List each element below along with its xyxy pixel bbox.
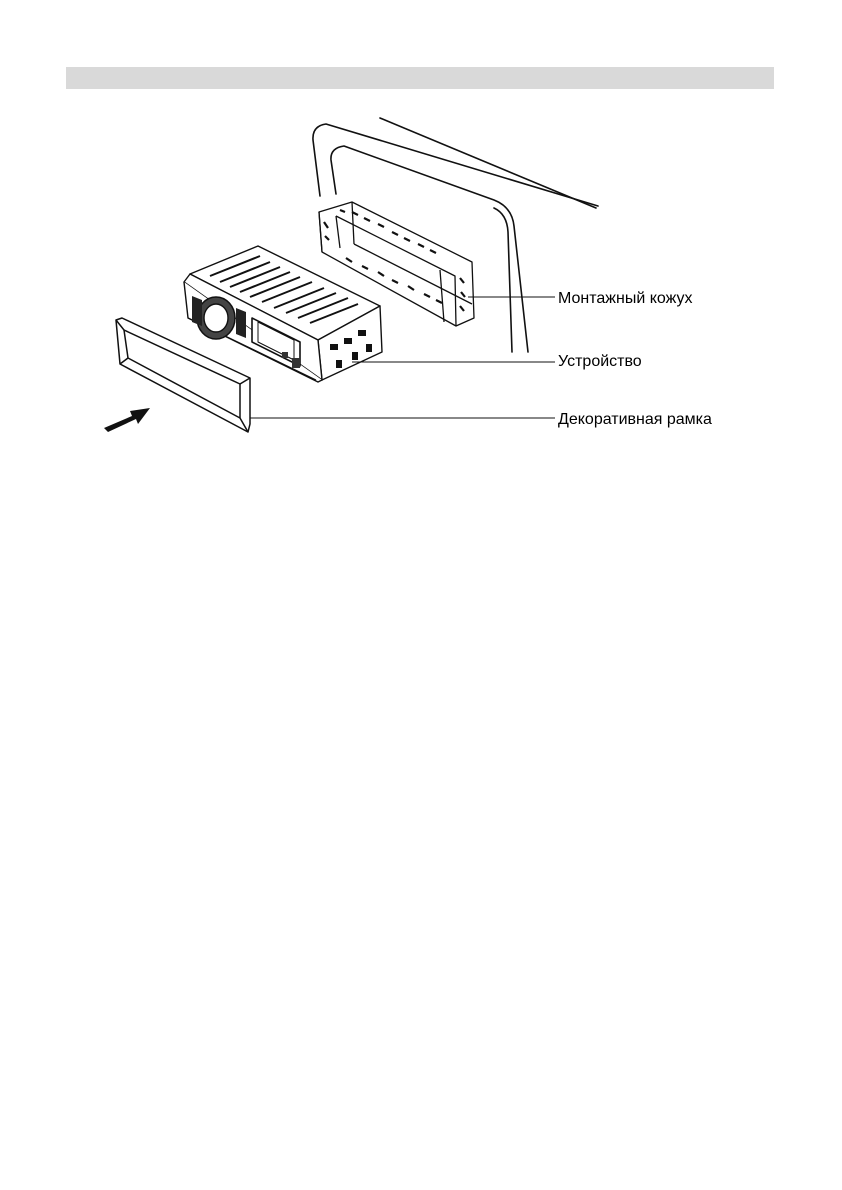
label-unit: Устройство: [558, 353, 642, 371]
insertion-arrow-icon: [104, 408, 150, 432]
label-trim-frame: Декоративная рамка: [558, 411, 712, 429]
label-mounting-sleeve: Монтажный кожух: [558, 290, 693, 308]
